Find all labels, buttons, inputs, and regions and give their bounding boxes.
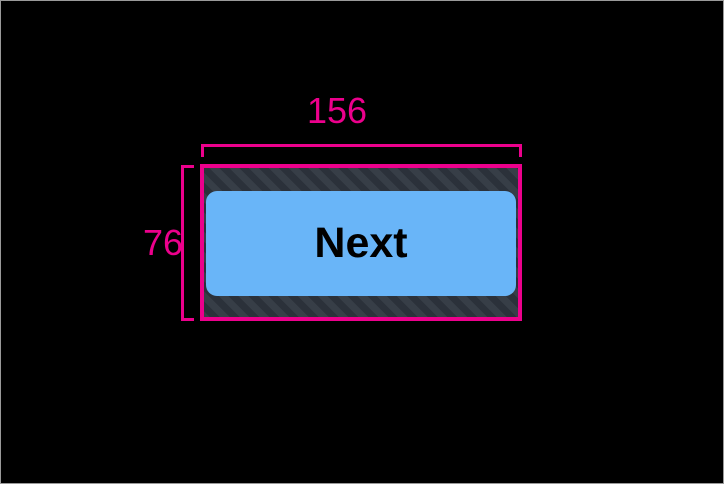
next-button[interactable]: Next bbox=[206, 191, 516, 296]
next-button-label: Next bbox=[314, 219, 408, 267]
height-dimension-label: 76 bbox=[142, 222, 184, 263]
height-bracket bbox=[181, 165, 194, 321]
width-bracket bbox=[201, 144, 522, 157]
width-dimension-label: 156 bbox=[306, 90, 368, 131]
